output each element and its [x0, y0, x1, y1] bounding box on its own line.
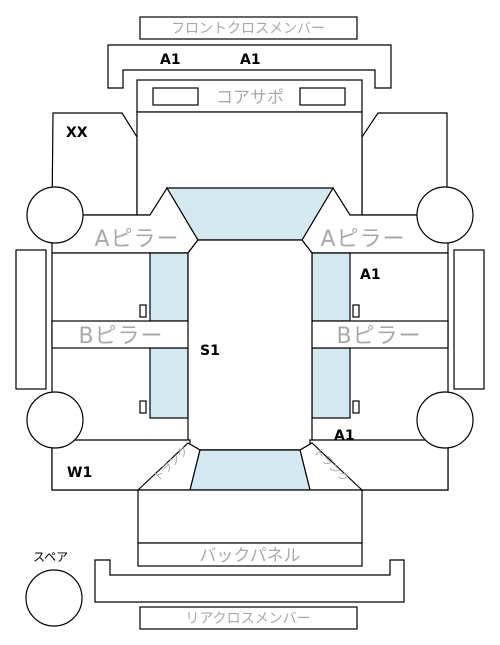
rear-left-wheel[interactable] — [26, 391, 84, 449]
trunk-lid[interactable] — [137, 489, 363, 544]
left-b-pillar[interactable] — [51, 320, 191, 349]
left-front-door-handle — [139, 304, 147, 318]
left-side-skirt[interactable] — [15, 249, 47, 390]
left-b-pillar-label: Bピラー — [78, 324, 163, 349]
front-cross-member-box[interactable] — [139, 16, 358, 40]
rear-cross-member-label: リアクロスメンバー — [185, 611, 310, 627]
front-cross-member-label: フロントクロスメンバー — [171, 21, 325, 37]
spare-tire[interactable] — [25, 569, 83, 627]
back-panel[interactable] — [137, 542, 363, 567]
core-support-left-slot — [152, 87, 199, 106]
rear-right-wheel[interactable] — [416, 391, 474, 449]
front-left-code: XX — [66, 125, 88, 141]
right-front-door-handle — [352, 304, 360, 318]
rear-right-code: A1 — [334, 428, 355, 444]
right-side-code: A1 — [360, 267, 381, 283]
right-rear-door-handle — [352, 400, 360, 414]
left-rear-door-handle — [139, 400, 147, 414]
front-member-right-code: A1 — [240, 52, 261, 68]
right-b-pillar[interactable] — [309, 320, 449, 349]
right-rear-door-glass[interactable] — [311, 347, 351, 419]
rear-bumper-bracket[interactable] — [94, 559, 405, 603]
right-a-pillar-label: Aピラー — [320, 227, 405, 252]
rear-cross-member-box[interactable] — [139, 606, 358, 630]
front-cross-member[interactable] — [107, 44, 392, 89]
spare-label: スペア — [33, 550, 68, 564]
floor-code: S1 — [200, 343, 220, 359]
right-front-door-glass[interactable] — [311, 252, 351, 322]
right-side-skirt[interactable] — [453, 249, 485, 390]
left-rear-door-glass[interactable] — [149, 347, 189, 419]
front-right-wheel[interactable] — [416, 186, 474, 244]
back-panel-label: バックパネル — [199, 546, 300, 566]
core-support-label: コアサポ — [216, 88, 284, 108]
left-front-door-glass[interactable] — [149, 252, 189, 322]
rear-left-code: W1 — [67, 465, 92, 481]
front-left-wheel[interactable] — [26, 186, 84, 244]
left-a-pillar-label: Aピラー — [94, 227, 179, 252]
core-support-right-slot — [299, 87, 346, 106]
right-b-pillar-label: Bピラー — [336, 324, 421, 349]
front-member-left-code: A1 — [160, 52, 181, 68]
rear-window[interactable] — [189, 449, 311, 491]
